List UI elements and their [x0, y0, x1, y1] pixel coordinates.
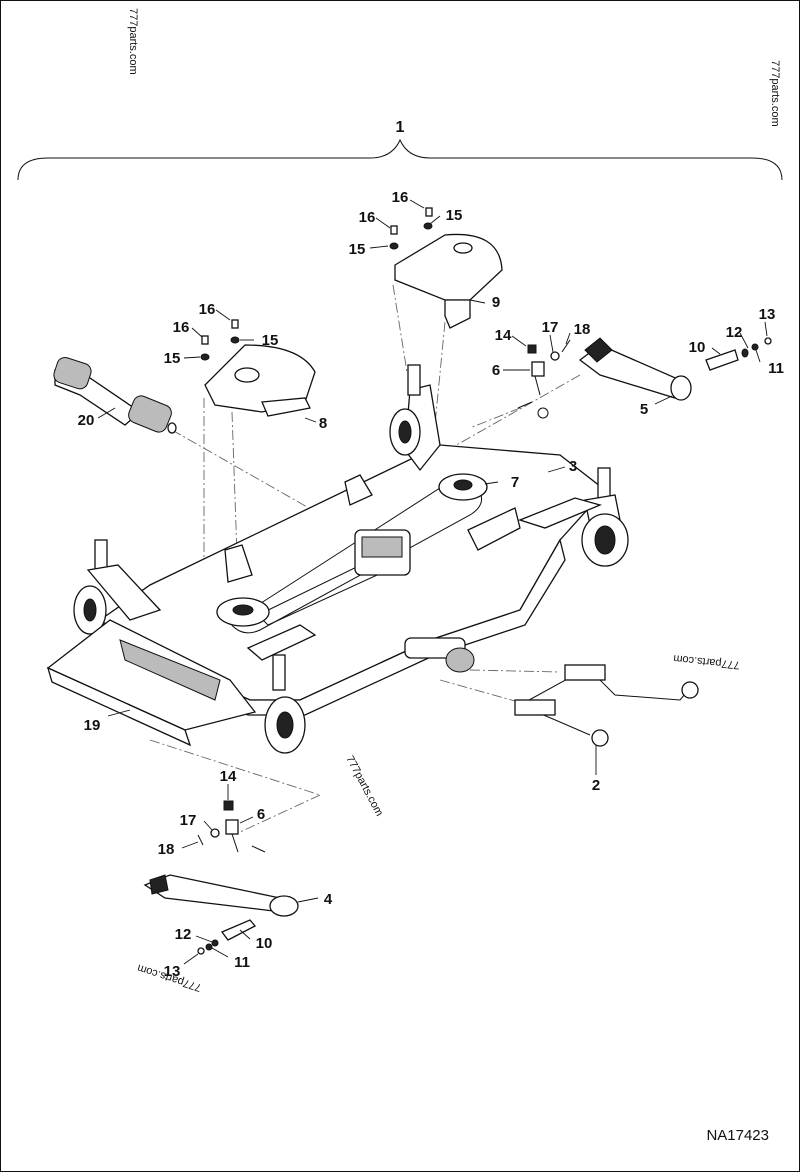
callout-arm-lower: 4: [324, 891, 333, 908]
lift-linkage: [514, 664, 699, 747]
drawing-code: NA17423: [706, 1127, 769, 1144]
front-guard: [46, 619, 257, 747]
watermark-top-right: 777parts.com: [769, 60, 781, 127]
ring-lower: [205, 943, 213, 951]
callout-deck: 3: [569, 458, 577, 475]
pin-assembly-lower: [197, 800, 266, 853]
callout-ring-upper: 11: [768, 360, 784, 377]
leader-lines: [97, 199, 768, 965]
washer-upper: [741, 348, 749, 358]
callout-washer15-d: 15: [164, 350, 181, 367]
drive-shaft: [53, 356, 177, 434]
callout-assembly: 1: [396, 119, 405, 136]
clip-lower: [197, 947, 205, 955]
callout-drive-shaft: 20: [78, 412, 95, 429]
callout-shaft-upper: 10: [689, 339, 706, 356]
callout-front-guard: 19: [84, 717, 101, 734]
callout-washer15-a: 15: [446, 207, 463, 224]
clip-upper: [764, 337, 772, 345]
callout-washer15-c: 15: [262, 332, 279, 349]
watermark-mid-right: 777parts.com: [673, 652, 741, 671]
belt-shield-left: [204, 344, 316, 417]
callout-cotter-lower: 18: [158, 841, 175, 858]
watermark-top-left: 777parts.com: [127, 8, 139, 75]
shaft-upper: [705, 349, 739, 371]
callout-shaft-lower: 10: [256, 935, 273, 952]
callout-linkage: 2: [592, 777, 600, 794]
lift-arm-lower: [143, 874, 299, 917]
lift-arm-upper: [578, 337, 692, 401]
pin-assembly-upper: [517, 339, 571, 419]
callout-cotter-upper: 18: [574, 321, 591, 338]
callout-pin-upper: 6: [492, 362, 500, 379]
callout-nut-upper: 14: [495, 327, 512, 344]
watermark-center: 777parts.com: [343, 754, 385, 818]
washer-lower: [211, 939, 219, 947]
callout-lockwasher-lower: 17: [180, 812, 197, 829]
callout-bolt16-d: 16: [173, 319, 190, 336]
shaft-lower: [220, 919, 257, 941]
callout-arm-upper: 5: [640, 401, 648, 418]
callout-clip-upper: 13: [759, 306, 776, 323]
assembly-brace: [17, 138, 783, 181]
callout-clip-lower: 13: [164, 963, 181, 980]
callout-bolt16-b: 16: [359, 209, 376, 226]
callout-washer15-b: 15: [349, 241, 366, 258]
ring-upper: [751, 343, 759, 351]
callout-belt-shield-right: 9: [492, 294, 500, 311]
callout-idler-pulley: 7: [511, 474, 519, 491]
callout-bolt16-a: 16: [392, 189, 409, 206]
callout-nut-lower: 14: [220, 768, 237, 785]
callout-ring-lower: 11: [234, 954, 250, 971]
callout-belt-shield-left: 8: [319, 415, 327, 432]
callout-pin-lower: 6: [257, 806, 265, 823]
callout-washer-upper: 12: [726, 324, 743, 341]
callout-bolt16-c: 16: [199, 301, 216, 318]
belt-shield-right: [394, 233, 503, 329]
callout-washer-lower: 12: [175, 926, 192, 943]
callout-lockwasher-upper: 17: [542, 319, 559, 336]
shield-hardware: [200, 207, 433, 361]
